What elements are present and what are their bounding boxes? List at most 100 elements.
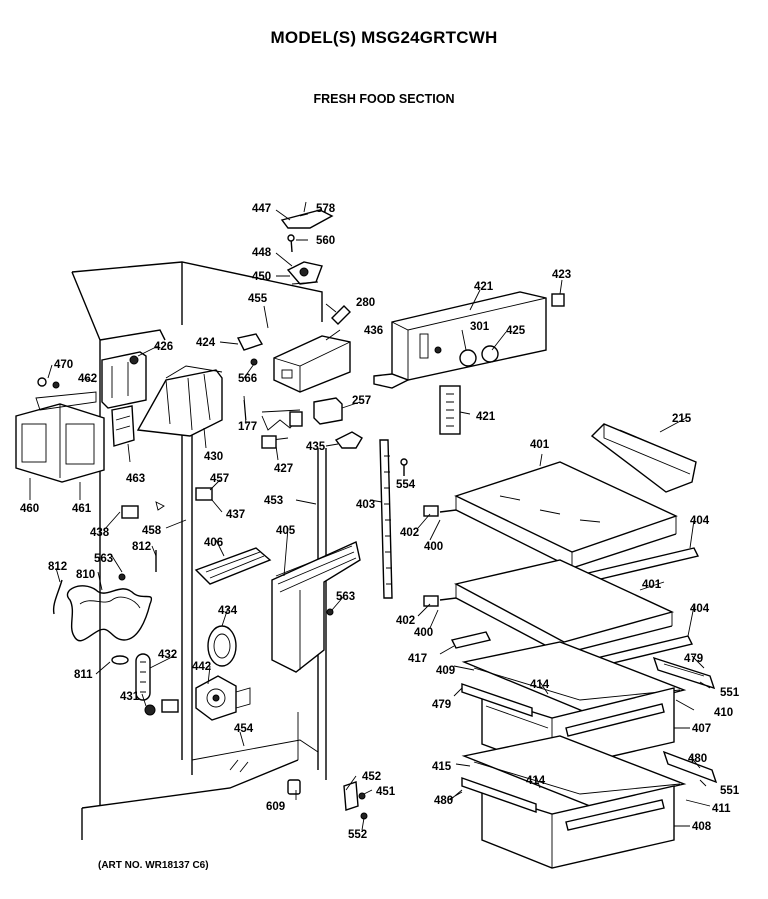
part-label: 432: [158, 649, 177, 661]
part-label: 461: [72, 503, 92, 515]
part-label: 480: [688, 753, 707, 765]
part-label: 551: [720, 687, 740, 699]
fan-shroud-434: [207, 625, 237, 667]
section-title: FRESH FOOD SECTION: [313, 92, 455, 106]
part-label: 427: [274, 463, 293, 475]
part-label: 436: [364, 325, 383, 337]
part-label: 552: [348, 829, 367, 841]
light-lens-423: [551, 293, 565, 307]
leader-lines: [29, 201, 711, 831]
damper-448-450: [286, 261, 323, 285]
clip-811: [111, 655, 129, 665]
part-label: 409: [436, 665, 455, 677]
part-label: 408: [692, 821, 712, 833]
duct-463: [111, 405, 135, 447]
part-label: 434: [218, 605, 238, 617]
part-label: 403: [356, 499, 375, 511]
control-panel-421: [373, 291, 547, 389]
gasket-432: [135, 653, 151, 701]
switch-424: [236, 333, 264, 351]
damper-cover-447: [280, 209, 334, 229]
part-label: 453: [264, 495, 283, 507]
part-label: 215: [672, 413, 692, 425]
part-label: 177: [238, 421, 257, 433]
shelf-rail-417: [450, 631, 492, 649]
thermostat-566: [250, 358, 258, 366]
pan-cover-409-upper: [461, 641, 687, 715]
screw-563-right: [326, 608, 334, 616]
part-label: 423: [552, 269, 571, 281]
part-label: 415: [432, 761, 452, 773]
part-label: 563: [94, 553, 113, 565]
pan-408: [481, 785, 675, 869]
part-label: 421: [474, 281, 494, 293]
part-label: 417: [408, 653, 427, 665]
part-label: 462: [78, 373, 97, 385]
part-label: 411: [712, 803, 731, 815]
part-label: 406: [204, 537, 223, 549]
fan-motor-442: [195, 675, 251, 721]
evaporator-cover-430: [136, 365, 223, 437]
part-label: 463: [126, 473, 145, 485]
part-label: 405: [276, 525, 296, 537]
bracket-426: [101, 351, 147, 409]
part-label: 400: [414, 627, 433, 639]
pan-slide-479-left: [461, 683, 533, 717]
part-label: 401: [642, 579, 662, 591]
shelf-ladder-403: [379, 439, 393, 599]
part-label: 401: [530, 439, 550, 451]
part-label: 810: [76, 569, 95, 581]
part-label: 421: [476, 411, 496, 423]
part-label: 448: [252, 247, 272, 259]
part-label: 452: [362, 771, 381, 783]
part-label: 566: [238, 373, 257, 385]
roller-609: [287, 779, 301, 795]
part-label: 442: [192, 661, 211, 673]
part-label: 431: [120, 691, 140, 703]
hinge-452: [343, 781, 366, 811]
bin-215: [590, 423, 697, 493]
part-label: 460: [20, 503, 39, 515]
part-label: 410: [714, 707, 733, 719]
part-label: 414: [526, 775, 546, 787]
pan-cover-415-lower: [461, 735, 687, 807]
part-label: 301: [470, 321, 490, 333]
part-label: 407: [692, 723, 711, 735]
part-label: 479: [432, 699, 451, 711]
part-label: 578: [316, 203, 336, 215]
part-label: 400: [424, 541, 443, 553]
relay-435: [334, 431, 363, 449]
model-title: MODEL(S) MSG24GRTCWH: [270, 28, 498, 47]
part-label: 280: [356, 297, 375, 309]
screw-470: [37, 377, 60, 389]
part-label: 426: [154, 341, 173, 353]
part-label: 812: [48, 561, 67, 573]
part-label: 424: [196, 337, 216, 349]
part-label: 425: [506, 325, 526, 337]
part-label: 404: [690, 603, 710, 615]
part-label: 479: [684, 653, 703, 665]
fan-motor-460-461: [15, 391, 105, 483]
part-label: 480: [434, 795, 453, 807]
light-bulb-280: [331, 305, 351, 325]
control-housing-436: [273, 335, 351, 393]
pan-slide-480-left: [461, 777, 537, 813]
part-label: 560: [316, 235, 335, 247]
part-label: 447: [252, 203, 271, 215]
part-label: 811: [74, 669, 93, 681]
clip-438: [121, 501, 165, 519]
art-number: (ART NO. WR18137 C6): [98, 860, 209, 871]
part-label: 402: [396, 615, 415, 627]
pan-slide-479-right: [652, 656, 716, 690]
screw-563: [118, 573, 126, 581]
part-label: 470: [54, 359, 73, 371]
part-labels: 447 578 560 448 450 280 455 436 421 423 …: [20, 203, 740, 841]
part-label: 257: [352, 395, 371, 407]
part-label: 402: [400, 527, 419, 539]
part-label: 414: [530, 679, 550, 691]
part-label: 457: [210, 473, 229, 485]
part-label: 563: [336, 591, 355, 603]
control-knobs-301-425: [459, 345, 499, 367]
part-label: 451: [376, 786, 396, 798]
